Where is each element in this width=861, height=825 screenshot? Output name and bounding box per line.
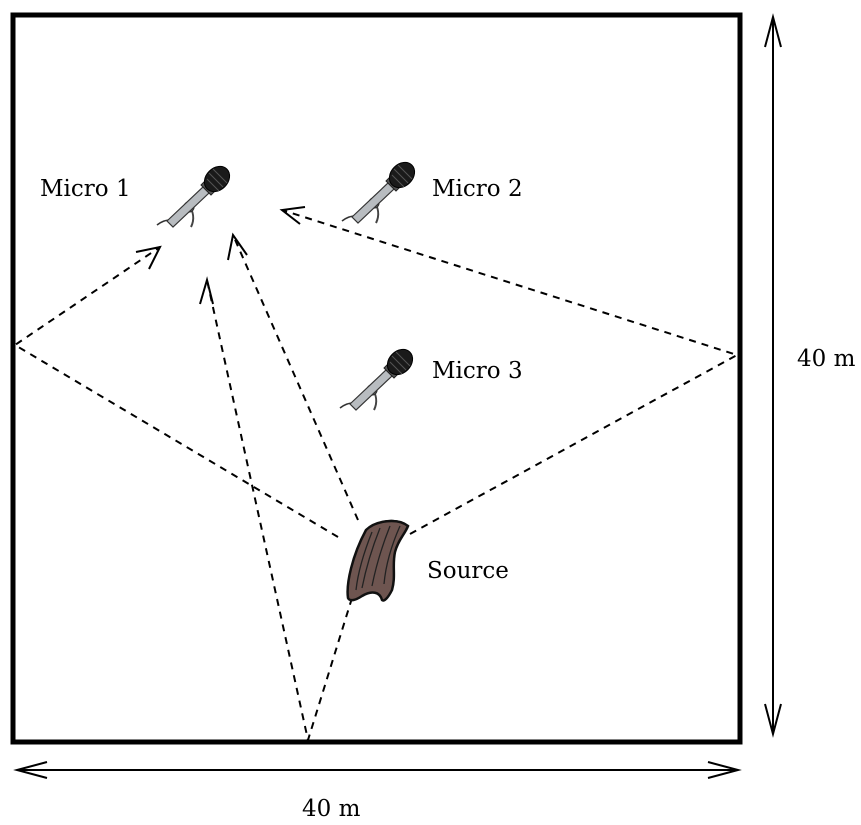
ray-floor-to-micro1	[206, 279, 353, 744]
ray-right-wall-to-micro1	[281, 209, 740, 535]
arrowhead-ray-right	[279, 206, 306, 225]
microphone-icon	[156, 160, 236, 228]
arrowhead-ray-direct	[227, 232, 248, 261]
microphone-icon	[339, 343, 419, 411]
width-dimension-arrow	[13, 761, 742, 779]
microphone-icon	[341, 156, 421, 224]
arrowhead-ray-left	[135, 245, 162, 270]
room-wall	[10, 12, 743, 745]
ray-direct-to-micro1	[232, 234, 359, 521]
ray-arrowheads	[135, 206, 306, 305]
speaker-head-icon	[346, 519, 410, 602]
width-dimension-label: 40 m	[302, 796, 361, 822]
source-label: Source	[427, 558, 509, 584]
height-dimension-label: 40 m	[797, 346, 856, 372]
height-dimension-arrow	[764, 13, 782, 738]
arrowhead-ray-floor	[199, 276, 214, 305]
ray-left-wall-to-micro1	[13, 246, 339, 538]
ray-paths	[13, 209, 740, 744]
micro3-label: Micro 3	[432, 358, 523, 384]
micro1-label: Micro 1	[40, 176, 131, 202]
micro2-label: Micro 2	[432, 176, 523, 202]
